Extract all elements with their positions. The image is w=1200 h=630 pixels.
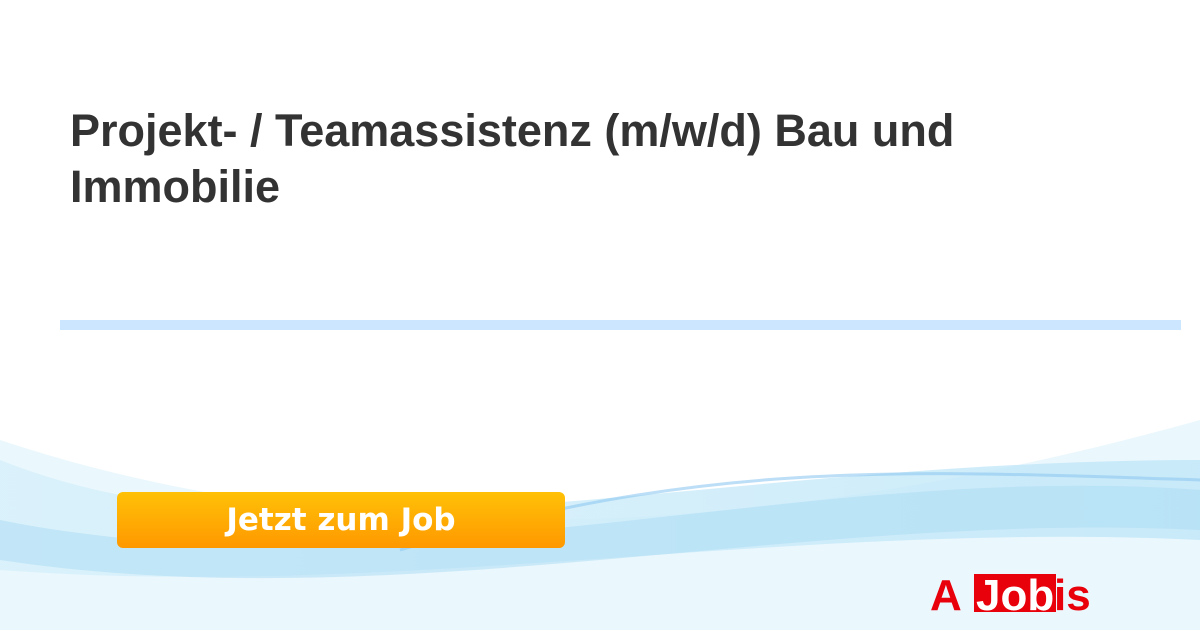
divider	[60, 320, 1181, 330]
job-title: Projekt- / Teamassistenz (m/w/d) Bau und…	[70, 105, 955, 212]
ajobis-logo: A Job is	[930, 568, 1091, 620]
svg-text:A: A	[930, 571, 962, 614]
svg-text:is: is	[1054, 571, 1090, 614]
apply-button[interactable]: Jetzt zum Job	[117, 492, 565, 548]
svg-text:Job: Job	[976, 571, 1054, 614]
